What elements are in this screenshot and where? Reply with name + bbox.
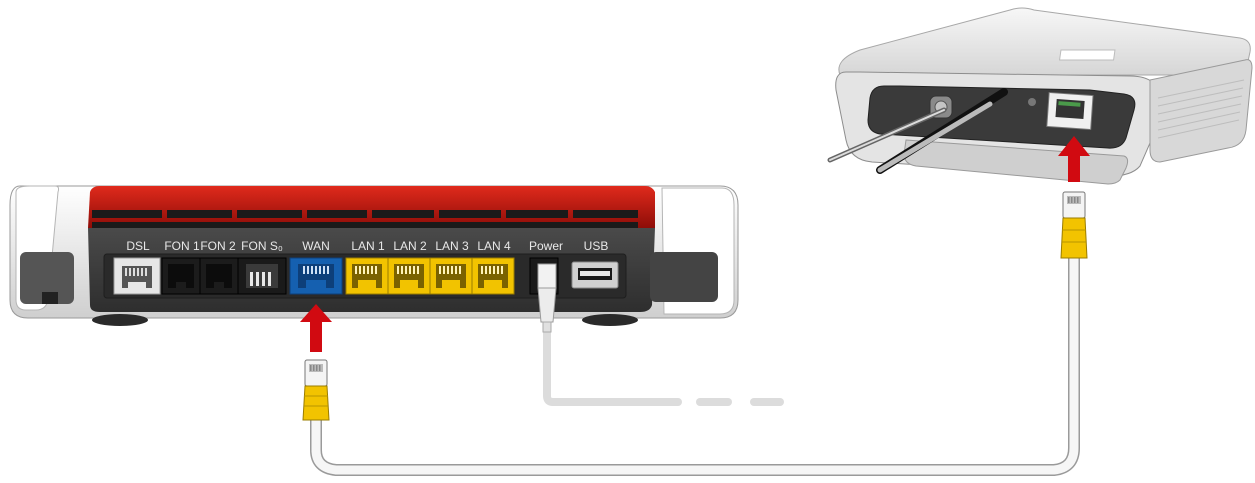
power-plug-icon bbox=[538, 264, 556, 332]
router-device bbox=[10, 186, 738, 326]
port-label-fon1: FON 1 bbox=[164, 239, 200, 253]
port-label-lan1: LAN 1 bbox=[351, 239, 385, 253]
port-label-fon2: FON 2 bbox=[200, 239, 236, 253]
lan-port-2[interactable] bbox=[388, 258, 430, 294]
usb-port[interactable] bbox=[572, 262, 618, 288]
port-label-lan2: LAN 2 bbox=[393, 239, 427, 253]
fon-port-1[interactable] bbox=[162, 258, 200, 294]
router-red-band bbox=[88, 186, 655, 228]
port-label-lan3: LAN 3 bbox=[435, 239, 469, 253]
fon-port-2[interactable] bbox=[200, 258, 238, 294]
lan-port-4[interactable] bbox=[472, 258, 514, 294]
port-label-power: Power bbox=[529, 239, 563, 253]
ethernet-plug-modem bbox=[1061, 192, 1087, 258]
lan-port-3[interactable] bbox=[430, 258, 472, 294]
dsl-port[interactable] bbox=[114, 258, 160, 294]
lan-port-1[interactable] bbox=[346, 258, 388, 294]
port-label-usb: USB bbox=[584, 239, 609, 253]
port-label-dsl: DSL bbox=[126, 239, 150, 253]
port-labels: DSL FON 1 FON 2 FON S₀ WAN LAN 1 LAN 2 L… bbox=[126, 239, 608, 253]
power-cable bbox=[547, 330, 780, 402]
fons0-port[interactable] bbox=[238, 258, 286, 294]
port-label-fons0: FON S₀ bbox=[241, 239, 283, 253]
ethernet-plug-wan bbox=[303, 360, 329, 420]
port-label-wan: WAN bbox=[302, 239, 330, 253]
wan-port[interactable] bbox=[290, 258, 342, 294]
port-label-lan4: LAN 4 bbox=[477, 239, 511, 253]
